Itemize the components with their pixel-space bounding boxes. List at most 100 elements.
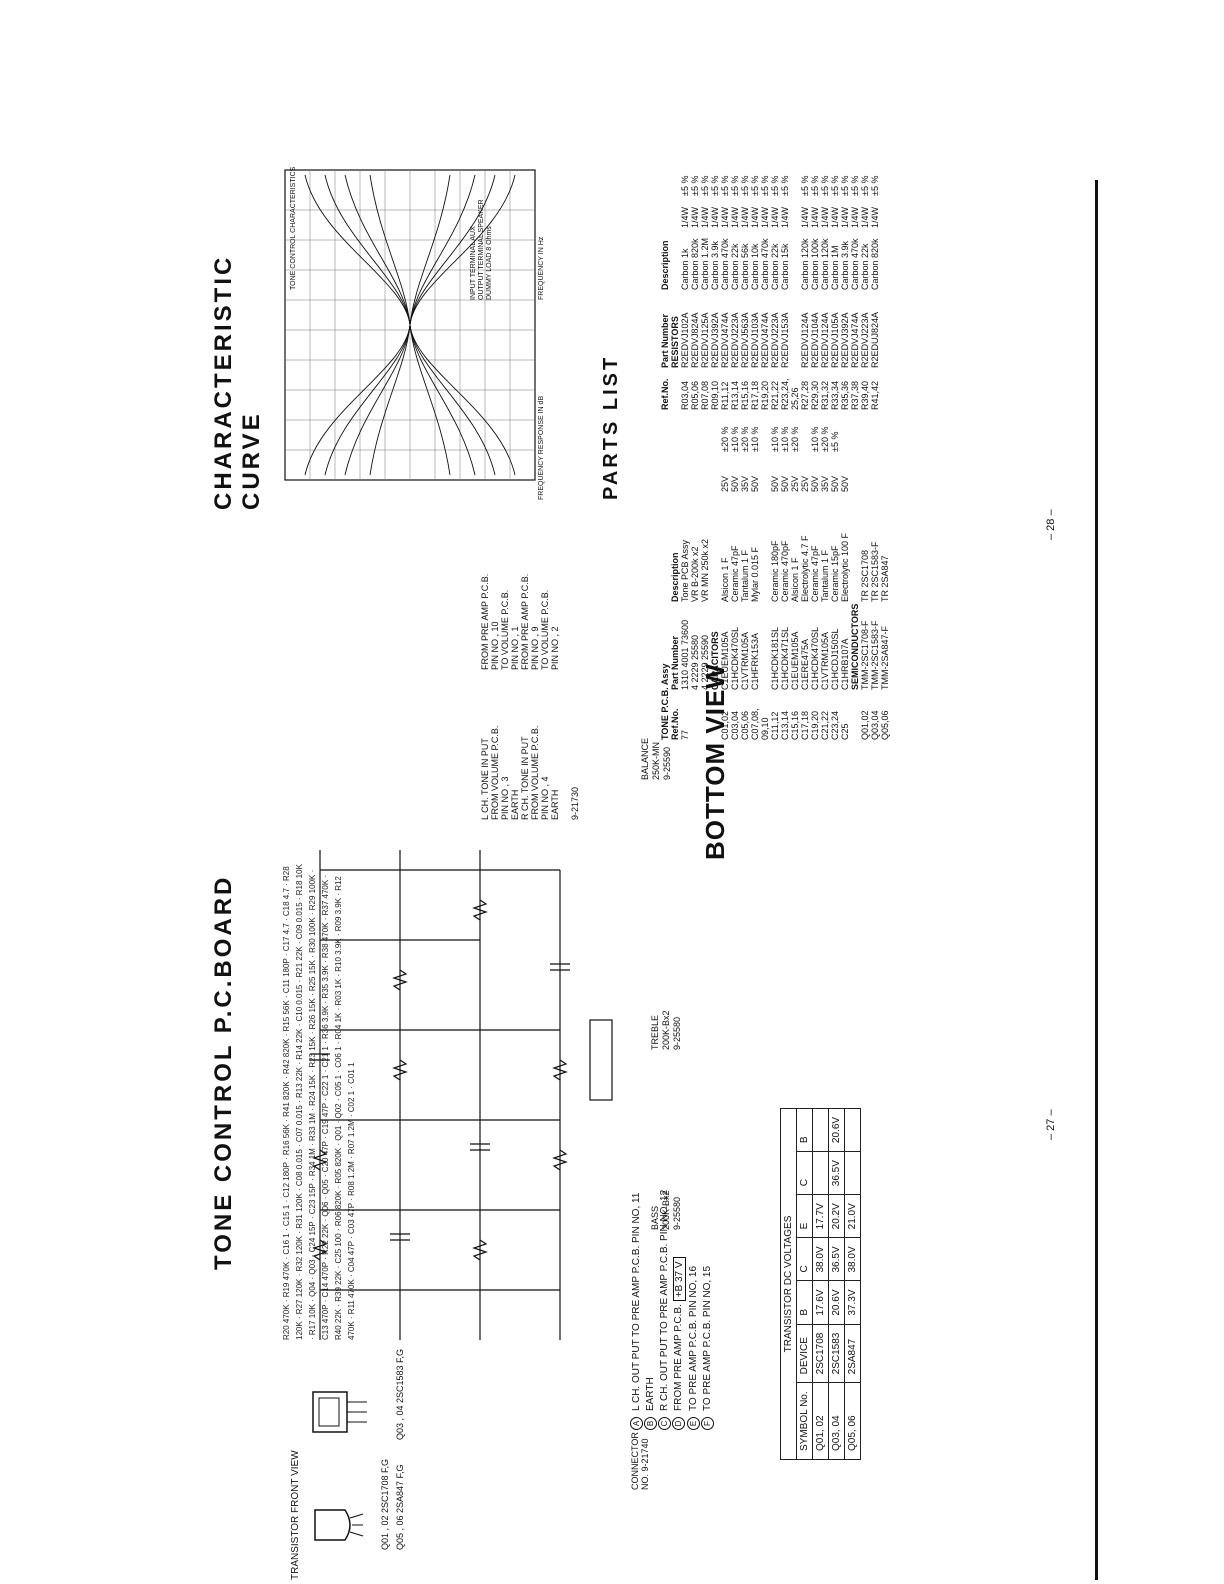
component-label: Q06 [321, 1201, 330, 1217]
component-label: C22 1 [321, 1074, 330, 1096]
component-label: C06 1 [334, 1046, 343, 1068]
component-label: R20 470K [282, 1304, 291, 1340]
component-label: R03 1K [334, 978, 343, 1006]
component-label: C01 1 [347, 1062, 356, 1084]
characteristic-graph: TONE CONTROL CHARACTERISTICS INPUT TERMI… [280, 160, 550, 500]
component-label: R27 120K [295, 1278, 304, 1315]
component-label: C11 180P [282, 958, 291, 994]
component-label: Q02 [334, 1103, 343, 1119]
component-label: R05 820K [334, 1147, 343, 1184]
component-label: R15 56K [282, 1000, 291, 1032]
component-label: R25 15K [308, 960, 317, 992]
transistor-to92-icon [314, 1509, 364, 1541]
component-label: R17 10K [308, 1303, 317, 1336]
component-label: R07 1.2M [347, 1119, 356, 1155]
graph-x-label: FREQUENCY IN Hz [538, 236, 545, 300]
transistor-group-1: Q01 , 02 2SC1708 F,G [380, 1458, 390, 1550]
component-label: Q03 [308, 1259, 317, 1275]
component-label: C04 47P [347, 1241, 356, 1273]
component-label: R38 470K [321, 922, 330, 959]
component-label: C09 0.015 [295, 902, 304, 940]
component-label: C21 1 [321, 1046, 330, 1068]
transistor-sketch-1 [305, 1490, 370, 1550]
component-label: R41 820K [282, 1081, 291, 1117]
transistor-sketch-2 [305, 1370, 380, 1440]
characteristic-curve-title: CHARACTERISTIC CURVE [210, 254, 265, 510]
component-label: C16 1 [282, 1233, 291, 1255]
rotated-sheet: TONE CONTROL P.C.BOARD TRANSISTOR FRONT … [190, 167, 1224, 1580]
connector-21730-lines-b: FROM PRE AMP P.C.B. PIN NO , 10 TO VOLUM… [480, 573, 560, 670]
component-label: R33 1M [308, 1113, 317, 1142]
component-label: R11 470K [347, 1279, 356, 1315]
component-label: R16 56K [282, 1123, 291, 1156]
page-number-27: – 27 – [1045, 1109, 1057, 1140]
component-label: R29 100K [308, 874, 317, 911]
component-label: R42 820K [282, 1038, 291, 1075]
tone-schematic [310, 850, 613, 1340]
component-label: R13 22K [295, 1066, 304, 1099]
dc-table-title: TRANSISTOR DC VOLTAGES [780, 1108, 797, 1460]
component-label: R24 15K [308, 1074, 317, 1106]
component-label: R06 820K [334, 1190, 343, 1227]
component-label: C03 47P [347, 1202, 356, 1234]
component-label: R14 22K [295, 1028, 304, 1060]
connector-legend: AL CH. OUT PUT TO PRE AMP P.C.B. PIN NO,… [630, 1190, 715, 1470]
component-label: R35 3.9K [321, 965, 330, 999]
component-label: R23 15K [308, 1036, 317, 1068]
component-label: R36 3.9K [321, 1005, 330, 1040]
graph-y-label: FREQUENCY RESPONSE IN dB [538, 395, 545, 500]
component-label: Q04 [308, 1281, 317, 1297]
transistor-to126-icon [312, 1391, 367, 1433]
component-label: C08 0.015 [295, 1149, 304, 1187]
binding-line [1095, 180, 1098, 1580]
component-label: C18 4.7 [282, 888, 291, 917]
component-label: R40 22K [334, 1308, 343, 1340]
connector-21730-label: 9-21730 [570, 786, 580, 820]
component-label: C07 0.015 [295, 1105, 304, 1143]
component-label: R18 10K [295, 864, 304, 896]
component-label: C17 4.7 [282, 923, 291, 952]
component-label: C25 100 [334, 1233, 343, 1264]
component-labels: R20 470K · R19 470K · C16 1 · C15 1 · C1… [282, 864, 356, 1340]
component-label: C15 1 [282, 1204, 291, 1227]
component-label: C24 15P [308, 1221, 317, 1253]
component-label: R26 15K [308, 998, 317, 1030]
component-label: C23 15P [308, 1183, 317, 1215]
component-label: R09 3.9K [334, 897, 343, 932]
component-label: R39 22K [334, 1270, 343, 1302]
component-label: Q05 [321, 1179, 330, 1195]
